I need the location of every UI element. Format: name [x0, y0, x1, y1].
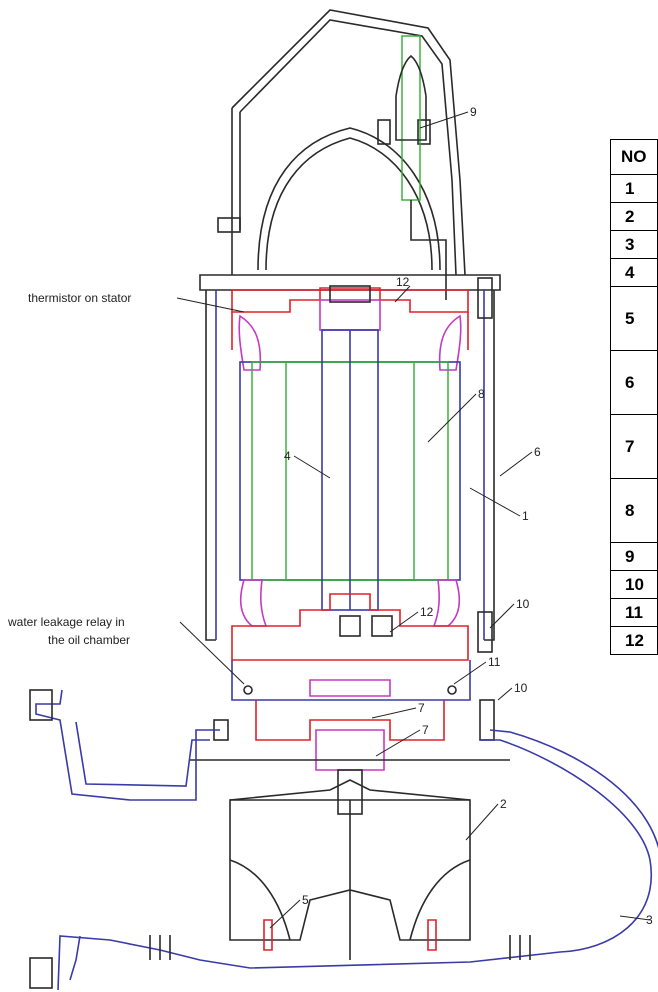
label-10-bottom: 10 — [514, 681, 528, 695]
label-11: 11 — [488, 655, 501, 669]
parts-row: 6 — [610, 350, 658, 415]
parts-row: 10 — [610, 570, 658, 599]
labels: 9 12 thermistor on stator 8 6 4 1 10 12 … — [7, 105, 653, 927]
label-12-top: 12 — [396, 275, 410, 289]
upper-end-shield — [231, 285, 469, 371]
label-9: 9 — [470, 105, 477, 119]
label-relay-line1: water leakage relay in — [7, 615, 125, 629]
leader-lines — [176, 111, 651, 929]
label-7-top: 7 — [418, 701, 425, 715]
impeller — [149, 769, 531, 960]
parts-table-clip: NO 1 2 3 4 5 6 7 8 9 10 11 12 — [610, 139, 658, 699]
top-housing — [217, 9, 466, 276]
label-8: 8 — [478, 387, 485, 401]
parts-row: 8 — [610, 478, 658, 543]
parts-row: 12 — [610, 626, 658, 655]
parts-row: 1 — [610, 174, 658, 203]
label-12-bottom: 12 — [420, 605, 434, 619]
stator-rotor — [239, 329, 461, 611]
parts-row: 9 — [610, 542, 658, 571]
parts-row: 4 — [610, 258, 658, 287]
label-3: 3 — [646, 913, 653, 927]
label-10-top: 10 — [516, 597, 530, 611]
parts-table-header: NO — [610, 139, 658, 175]
cable-gland — [395, 35, 447, 300]
parts-row: 11 — [610, 598, 658, 627]
parts-table: NO 1 2 3 4 5 6 7 8 9 10 11 12 — [610, 139, 658, 655]
label-thermistor: thermistor on stator — [28, 291, 131, 305]
parts-row: 5 — [610, 286, 658, 351]
parts-row: 7 — [610, 414, 658, 479]
label-relay-line2: the oil chamber — [48, 633, 130, 647]
label-2: 2 — [500, 797, 507, 811]
parts-row: 2 — [610, 202, 658, 231]
label-4: 4 — [284, 449, 291, 463]
label-1: 1 — [522, 509, 529, 523]
pump-volute — [29, 689, 658, 991]
label-7-bottom: 7 — [422, 723, 429, 737]
label-6: 6 — [534, 445, 541, 459]
parts-row: 3 — [610, 230, 658, 259]
motor-housing — [199, 274, 501, 653]
label-5: 5 — [302, 893, 309, 907]
lower-end-shield — [190, 579, 510, 771]
